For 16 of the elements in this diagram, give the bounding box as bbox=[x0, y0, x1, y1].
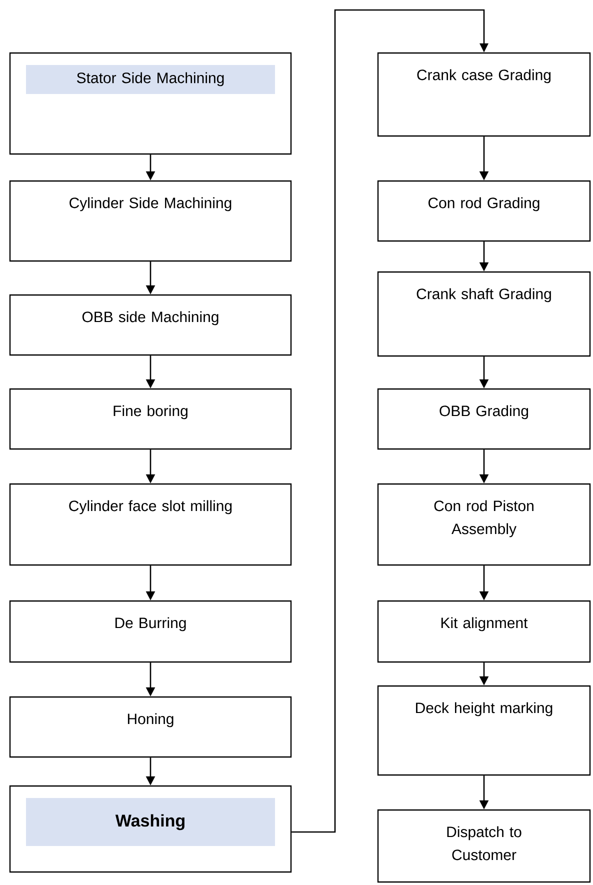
process-box: Crank case Grading bbox=[377, 52, 591, 137]
process-box: Fine boring bbox=[9, 388, 292, 450]
process-box: Deck height marking bbox=[377, 685, 591, 776]
process-box: Washing bbox=[9, 785, 292, 873]
process-box: Stator Side Machining bbox=[9, 52, 292, 155]
process-box: Dispatch to Customer bbox=[377, 809, 591, 883]
process-box: OBB side Machining bbox=[9, 294, 292, 356]
process-box: Crank shaft Grading bbox=[377, 271, 591, 357]
process-box: Con rod Piston Assembly bbox=[377, 483, 591, 566]
process-box: Cylinder face slot milling bbox=[9, 483, 292, 566]
process-box: Kit alignment bbox=[377, 600, 591, 663]
process-box: OBB Grading bbox=[377, 388, 591, 450]
process-box: De Burring bbox=[9, 600, 292, 663]
process-box: Cylinder Side Machining bbox=[9, 180, 292, 262]
process-box: Con rod Grading bbox=[377, 180, 591, 242]
process-box: Honing bbox=[9, 696, 292, 758]
